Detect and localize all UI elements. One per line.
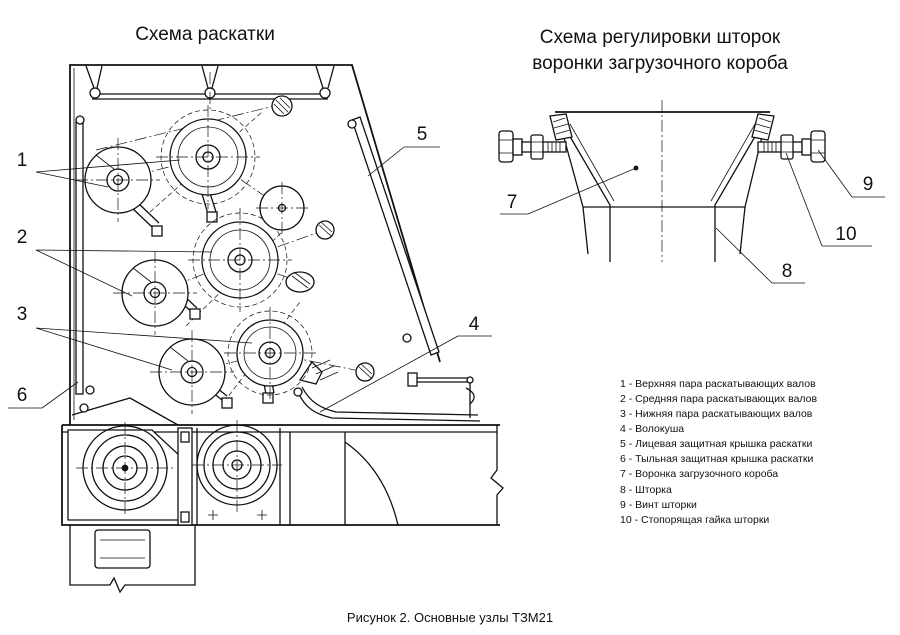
callout-8: 8 <box>715 227 805 284</box>
legend-item: 6 - Тыльная защитная крышка раскатки <box>620 453 813 465</box>
rear-protective-cover <box>75 115 95 395</box>
callout-9-label: 9 <box>863 174 874 195</box>
legend-item: 3 - Нижняя пара раскатывающих валов <box>620 408 813 420</box>
shutter-left <box>564 123 615 262</box>
callout-5: 5 <box>367 124 440 177</box>
idler-bolts <box>256 95 375 382</box>
screw-bracket-left <box>549 113 573 141</box>
callout-2-label: 2 <box>17 227 28 248</box>
middle-roller-right <box>188 208 292 312</box>
callout-10-label: 10 <box>835 224 856 245</box>
callout-10: 10 <box>785 152 872 247</box>
lower-roller-right <box>224 307 316 399</box>
middle-roller-left <box>113 251 197 335</box>
callout-7: 7 <box>500 165 639 215</box>
roller-scraper-brackets <box>129 192 275 409</box>
rolling-scheme-title: Схема раскатки <box>135 24 275 45</box>
drive-pulley <box>192 420 282 520</box>
legend-item: 8 - Шторка <box>620 484 672 496</box>
callout-9: 9 <box>817 149 885 198</box>
funnel-scheme-drawing <box>498 100 826 262</box>
legend-item: 2 - Средняя пара раскатывающих валов <box>620 393 817 405</box>
callout-8-label: 8 <box>782 261 793 282</box>
drive-motor <box>67 422 193 526</box>
legend-item: 10 - Стопорящая гайка шторки <box>620 514 769 526</box>
housing-frame <box>69 64 441 426</box>
callout-4-label: 4 <box>469 314 480 335</box>
rolling-scheme-drawing <box>61 64 504 594</box>
callout-1: 1 <box>17 150 181 188</box>
callout-3: 3 <box>17 304 253 371</box>
callout-4: 4 <box>319 314 492 413</box>
callout-2: 2 <box>17 227 213 297</box>
callout-6: 6 <box>8 381 79 409</box>
callout-3-label: 3 <box>17 304 28 325</box>
legend-item: 5 - Лицевая защитная крышка раскатки <box>620 438 813 450</box>
upper-roller-right <box>156 105 260 209</box>
drag-bar <box>293 359 481 422</box>
legend-item: 1 - Верхняя пара раскатывающих валов <box>620 378 816 390</box>
legend-item: 4 - Волокуша <box>620 423 684 435</box>
callout-5-label: 5 <box>417 124 428 145</box>
screw-bracket-right <box>751 113 775 141</box>
funnel-scheme-title-line1: Схема регулировки шторок <box>540 27 781 48</box>
callout-6-label: 6 <box>17 385 28 406</box>
callout-7-label: 7 <box>507 192 518 213</box>
shutter-lock-nut-right <box>780 134 794 160</box>
funnel-scheme-title-line2: воронки загрузочного короба <box>532 53 788 74</box>
callout-1-label: 1 <box>17 150 28 171</box>
lower-roller-left <box>150 330 234 414</box>
drag-lever <box>407 372 475 418</box>
front-protective-cover <box>347 116 440 356</box>
legend-item: 9 - Винт шторки <box>620 499 697 511</box>
figure-caption: Рисунок 2. Основные узлы ТЗМ21 <box>347 610 553 625</box>
legend: 1 - Верхняя пара раскатывающих валов 2 -… <box>620 378 817 526</box>
machine-base <box>61 424 504 594</box>
shutter-right <box>710 123 761 262</box>
shutter-screw-left <box>498 130 567 163</box>
legend-item: 7 - Воронка загрузочного короба <box>620 468 778 480</box>
